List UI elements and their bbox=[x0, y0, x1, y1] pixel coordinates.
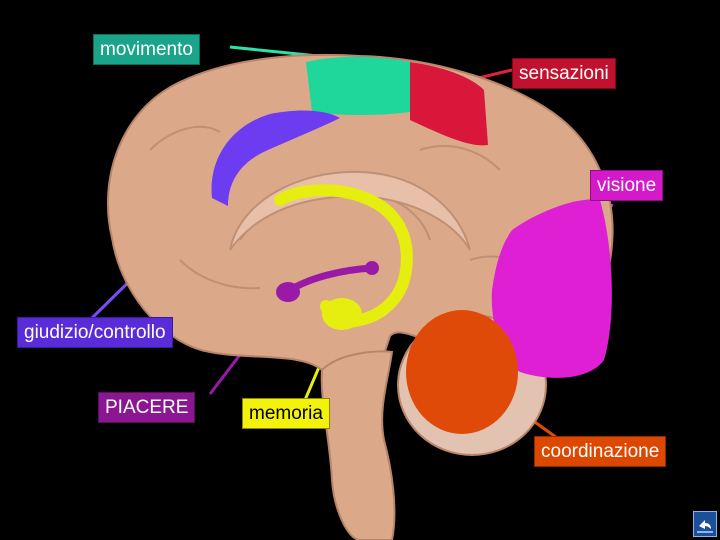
return-arrow-icon[interactable] bbox=[693, 511, 717, 537]
label-sensazioni: sensazioni bbox=[512, 58, 616, 89]
region-coordinazione bbox=[406, 310, 518, 434]
region-piacere-end bbox=[365, 261, 379, 275]
region-piacere-nucleus bbox=[276, 282, 300, 302]
region-movimento bbox=[306, 56, 410, 115]
region-sensazioni bbox=[410, 62, 488, 146]
label-movimento: movimento bbox=[93, 34, 200, 65]
label-memoria: memoria bbox=[242, 398, 330, 429]
region-giudizio bbox=[211, 110, 340, 206]
return-arrow-glyph bbox=[697, 520, 713, 533]
region-memoria-bulb bbox=[322, 298, 362, 330]
region-visione bbox=[491, 199, 612, 378]
label-visione: visione bbox=[590, 170, 664, 201]
label-coordinazione: coordinazione bbox=[534, 436, 667, 467]
label-piacere: PIACERE bbox=[98, 392, 196, 423]
label-giudizio-controllo: giudizio/controllo bbox=[17, 317, 173, 348]
brainstem bbox=[320, 350, 396, 540]
